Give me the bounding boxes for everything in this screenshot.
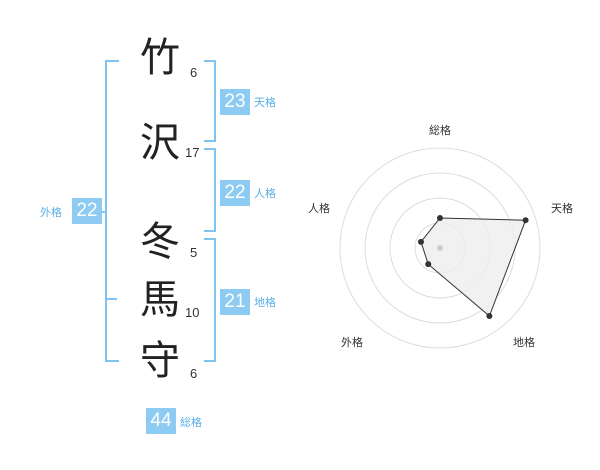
- gaikaku-label: 外格: [40, 206, 62, 219]
- radar-axis-label-jinkaku: 人格: [308, 201, 330, 215]
- stroke-count-2: 17: [185, 145, 200, 160]
- chikaku-label: 地格: [254, 296, 276, 309]
- tenkaku-label: 天格: [254, 96, 276, 109]
- gaikaku-bracket: [105, 60, 119, 362]
- radar-axis-label-soukaku: 総格: [429, 123, 451, 137]
- radar-grid-ring-4: [339, 147, 541, 349]
- radar-axis-label-chikaku: 地格: [513, 335, 535, 349]
- tenkaku-bracket: [204, 60, 216, 142]
- name-char-1: 竹: [140, 35, 180, 81]
- radar-point-3: [425, 261, 432, 268]
- radar-axis-label-tenkaku: 天格: [551, 201, 573, 215]
- radar-points: [417, 215, 529, 319]
- soukaku-badge: 44: [146, 408, 176, 434]
- name-char-5: 守: [140, 338, 180, 384]
- chikaku-badge: 21: [220, 289, 250, 315]
- tenkaku-badge: 23: [220, 89, 250, 115]
- radar-value-polygon: [420, 217, 527, 317]
- stroke-count-4: 10: [185, 305, 200, 320]
- soukaku-label: 総格: [180, 416, 202, 429]
- stroke-count-5: 6: [190, 366, 198, 381]
- name-char-2: 沢: [140, 120, 180, 166]
- radar-point-2: [486, 312, 493, 319]
- chikaku-bracket: [204, 238, 216, 362]
- stroke-count-1: 6: [190, 65, 198, 80]
- radar-center-dot: [437, 245, 443, 251]
- gaikaku-badge: 22: [72, 198, 102, 224]
- jinkaku-bracket: [204, 148, 216, 232]
- radar-point-1: [522, 217, 529, 224]
- name-char-4: 馬: [140, 277, 180, 323]
- stroke-count-3: 5: [190, 245, 198, 260]
- jinkaku-label: 人格: [254, 187, 276, 200]
- gaikaku-bracket-tick: [105, 298, 117, 300]
- jinkaku-badge: 22: [220, 180, 250, 206]
- radar-axis-label-gaikaku: 外格: [341, 335, 363, 349]
- radar-point-0: [437, 215, 443, 221]
- radar-point-4: [417, 238, 424, 245]
- name-char-3: 冬: [140, 219, 180, 265]
